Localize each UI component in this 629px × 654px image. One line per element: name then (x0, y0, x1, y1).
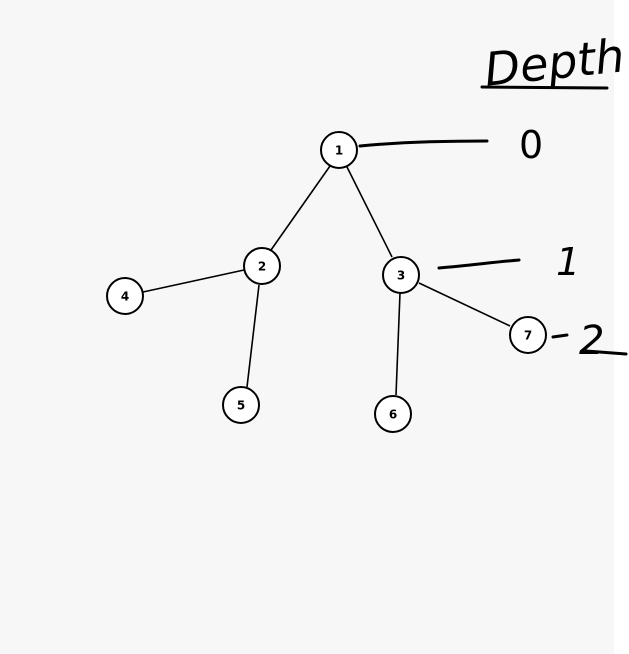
tree-node-6: 6 (374, 395, 412, 433)
depth-1-label: 1 (556, 240, 580, 284)
node-label-7: 7 (524, 329, 532, 343)
tree-node-3: 3 (382, 256, 420, 294)
node-label-1: 1 (335, 144, 343, 158)
edge-3-6 (395, 292, 401, 396)
node-label-5: 5 (237, 399, 245, 413)
edge-2-4 (142, 269, 245, 293)
edge-2-5 (246, 284, 260, 388)
node-label-3: 3 (397, 269, 405, 283)
node-label-6: 6 (389, 408, 397, 422)
heading-underline (480, 85, 609, 90)
edge-1-3 (346, 166, 393, 258)
tree-node-7: 7 (509, 316, 547, 354)
tree-node-5: 5 (222, 386, 260, 424)
edge-1-2 (270, 165, 331, 251)
depth-2-tail-stroke (584, 349, 628, 356)
node-label-2: 2 (258, 260, 266, 274)
node-label-4: 4 (121, 290, 129, 304)
depth-0-leader-line (358, 139, 489, 148)
tree-node-1: 1 (320, 131, 358, 169)
tree-node-2: 2 (243, 247, 281, 285)
tree-node-4: 4 (106, 277, 144, 315)
depth-1-leader-line (437, 258, 521, 270)
depth-2-label: 2 (579, 318, 604, 364)
depth-0-label: 0 (519, 123, 543, 167)
edge-3-7 (418, 282, 511, 327)
depth-2-leader-line (551, 333, 569, 339)
